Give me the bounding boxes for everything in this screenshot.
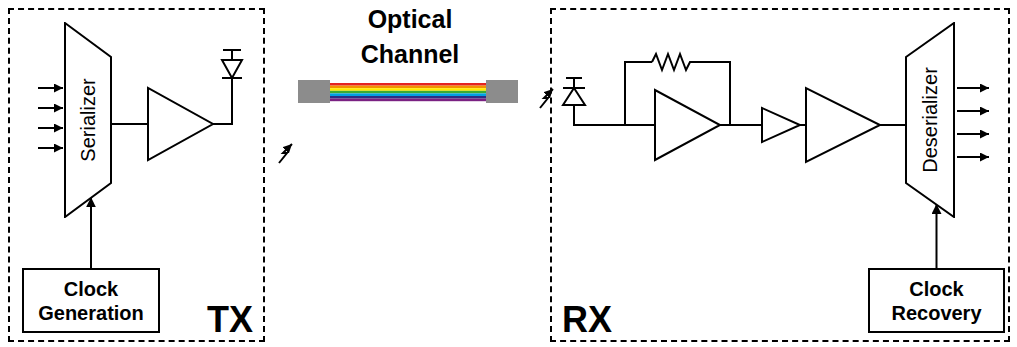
clock-arrow [90,197,92,268]
clock-arrow [936,204,938,268]
optical-fiber [298,80,518,103]
laser-diode-symbol [222,50,242,78]
output-arrow [957,110,989,112]
wire [213,78,232,124]
process-box: Clock Generation [22,268,160,333]
input-arrow [38,87,63,89]
serializer-block: Serializer [64,22,112,218]
process-box: Clock Recovery [868,268,1005,333]
feedback-wire [625,62,652,125]
limiting-amplifier [806,88,880,162]
block-label: Deserializer [920,67,940,173]
output-arrow [957,87,989,89]
photodiode-symbol [563,78,585,105]
block-label: Clock Generation [30,277,152,325]
input-arrow [38,147,63,149]
deserializer-block: Deserializer [905,22,955,218]
resistor-symbol [652,54,692,70]
block-label: Serializer [78,78,98,161]
region-title: RX [562,302,612,338]
driver-amplifier [148,88,213,160]
region-title: TX [207,302,253,338]
tia-amplifier [655,90,720,160]
wire [112,123,148,125]
output-arrow [957,133,989,135]
wire [720,124,762,126]
limiting-amplifier [762,108,800,142]
light-emission [279,144,292,163]
channel-label: Optical Channel [345,2,475,72]
wire [880,124,905,126]
output-arrow [957,156,989,158]
input-arrow [38,127,63,129]
block-label: Clock Recovery [876,277,997,325]
wire [574,105,655,125]
tx-region: TX SerializerClock Generation [8,8,265,342]
input-arrow [38,107,63,109]
rx-region: RX DeserializerClock Recovery [550,8,1010,342]
